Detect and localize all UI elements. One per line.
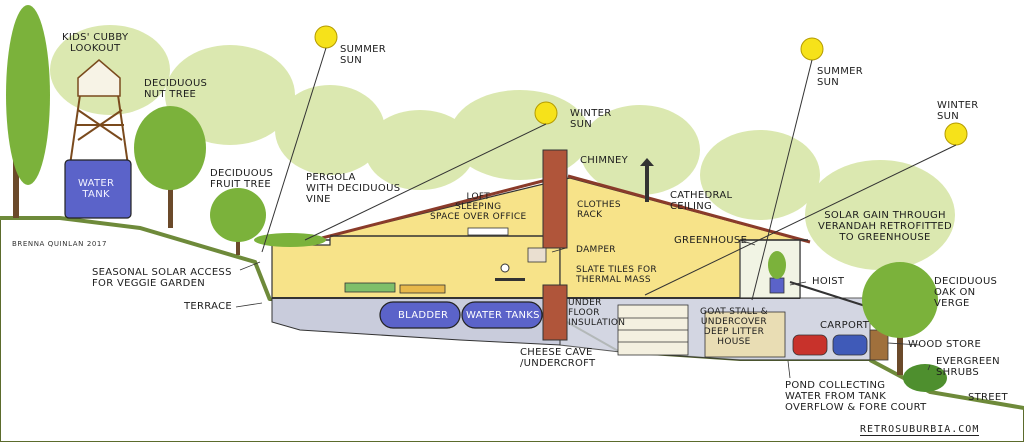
loft-bed: [467, 227, 509, 236]
sun-summer-right: [800, 37, 824, 61]
label-winter-sun-left: WINTER SUN: [570, 108, 612, 130]
bladder-tank: [379, 301, 461, 329]
tree-fruit: [210, 188, 266, 255]
label-deciduous-nut-tree: DECIDUOUS NUT TREE: [144, 78, 208, 100]
greenhouse-plant-pot: [769, 277, 785, 294]
grass-line: [0, 216, 1024, 410]
water-tanks: [461, 301, 543, 329]
label-seasonal-solar: SEASONAL SOLAR ACCESS FOR VEGGIE GARDEN: [92, 267, 232, 289]
flue-cap: [640, 158, 654, 166]
chimney-lower: [542, 284, 568, 341]
label-goat-stall: GOAT STALL & UNDERCOVER DEEP LITTER HOUS…: [700, 307, 768, 347]
label-pond: POND COLLECTING WATER FROM TANK OVERFLOW…: [785, 380, 927, 413]
bench: [399, 284, 446, 294]
tree-left-tall: [6, 5, 50, 218]
bed: [344, 282, 396, 293]
label-damper: DAMPER: [576, 245, 616, 255]
label-clothes-rack: CLOTHES RACK: [577, 200, 621, 220]
cubby-tower: [69, 94, 129, 166]
flue: [645, 162, 649, 202]
label-deciduous-fruit-tree: DECIDUOUS FRUIT TREE: [210, 168, 274, 190]
person: [500, 263, 510, 273]
carport-car-blue: [832, 334, 868, 356]
label-summer-sun-left: SUMMER SUN: [340, 44, 386, 66]
tree-nut: [134, 106, 206, 228]
label-water-tanks: WATER TANKS: [466, 310, 540, 321]
label-evergreen-shrubs: EVERGREEN SHRUBS: [936, 356, 1000, 378]
sun-summer-left: [314, 25, 338, 49]
artist-credit: BRENNA QUINLAN 2017: [12, 240, 108, 248]
roof-left: [321, 174, 563, 240]
cubby-house: [77, 59, 121, 97]
label-pergola: PERGOLA WITH DECIDUOUS VINE: [306, 172, 401, 205]
website-link[interactable]: RETROSUBURBIA.COM: [860, 424, 980, 436]
background-trees: [50, 25, 955, 270]
label-summer-sun-right: SUMMER SUN: [817, 66, 863, 88]
goat-stall: [704, 311, 786, 358]
label-bladder: BLADDER: [398, 310, 449, 321]
water-tank-body: [64, 159, 132, 219]
chimney-upper: [542, 149, 568, 249]
carport-car-red: [792, 334, 828, 356]
leader-lines: [235, 239, 931, 379]
cheese-shelves: [617, 304, 689, 356]
pergola-vine: [254, 233, 326, 247]
label-loft: LOFT SLEEPING SPACE OVER OFFICE: [430, 192, 527, 222]
label-cathedral-ceiling: CATHEDRAL CEILING: [670, 190, 733, 212]
label-slate-tiles: SLATE TILES FOR THERMAL MASS: [576, 265, 657, 285]
label-deciduous-oak: DECIDUOUS OAK ON VERGE: [934, 276, 998, 309]
label-cheese-cave: CHEESE CAVE /UNDERCROFT: [520, 347, 596, 369]
label-water-tank: WATER TANK: [78, 178, 115, 200]
damper: [527, 247, 547, 263]
label-terrace: TERRACE: [184, 301, 232, 312]
label-street: STREET: [968, 392, 1008, 403]
sun-winter-left: [534, 101, 558, 125]
label-carport: CARPORT: [820, 320, 870, 331]
evergreen-shrubs: [903, 364, 947, 392]
label-hoist: HOIST: [812, 276, 845, 287]
sun-winter-right: [944, 122, 968, 146]
label-under-floor: UNDER FLOOR INSULATION: [568, 298, 626, 328]
desk: [495, 278, 525, 281]
label-solar-gain: SOLAR GAIN THROUGH VERANDAH RETROFITTED …: [818, 210, 953, 243]
sun-rays: [261, 47, 957, 301]
label-chimney: CHIMNEY: [580, 155, 629, 166]
tree-oak: [862, 262, 938, 375]
label-kids-cubby: KIDS' CUBBY LOOKOUT: [62, 32, 129, 54]
label-greenhouse: GREENHOUSE: [674, 235, 748, 246]
label-wood-store: WOOD STORE: [908, 339, 982, 350]
greenhouse-plant: [768, 251, 786, 279]
label-winter-sun-right: WINTER SUN: [937, 100, 979, 122]
